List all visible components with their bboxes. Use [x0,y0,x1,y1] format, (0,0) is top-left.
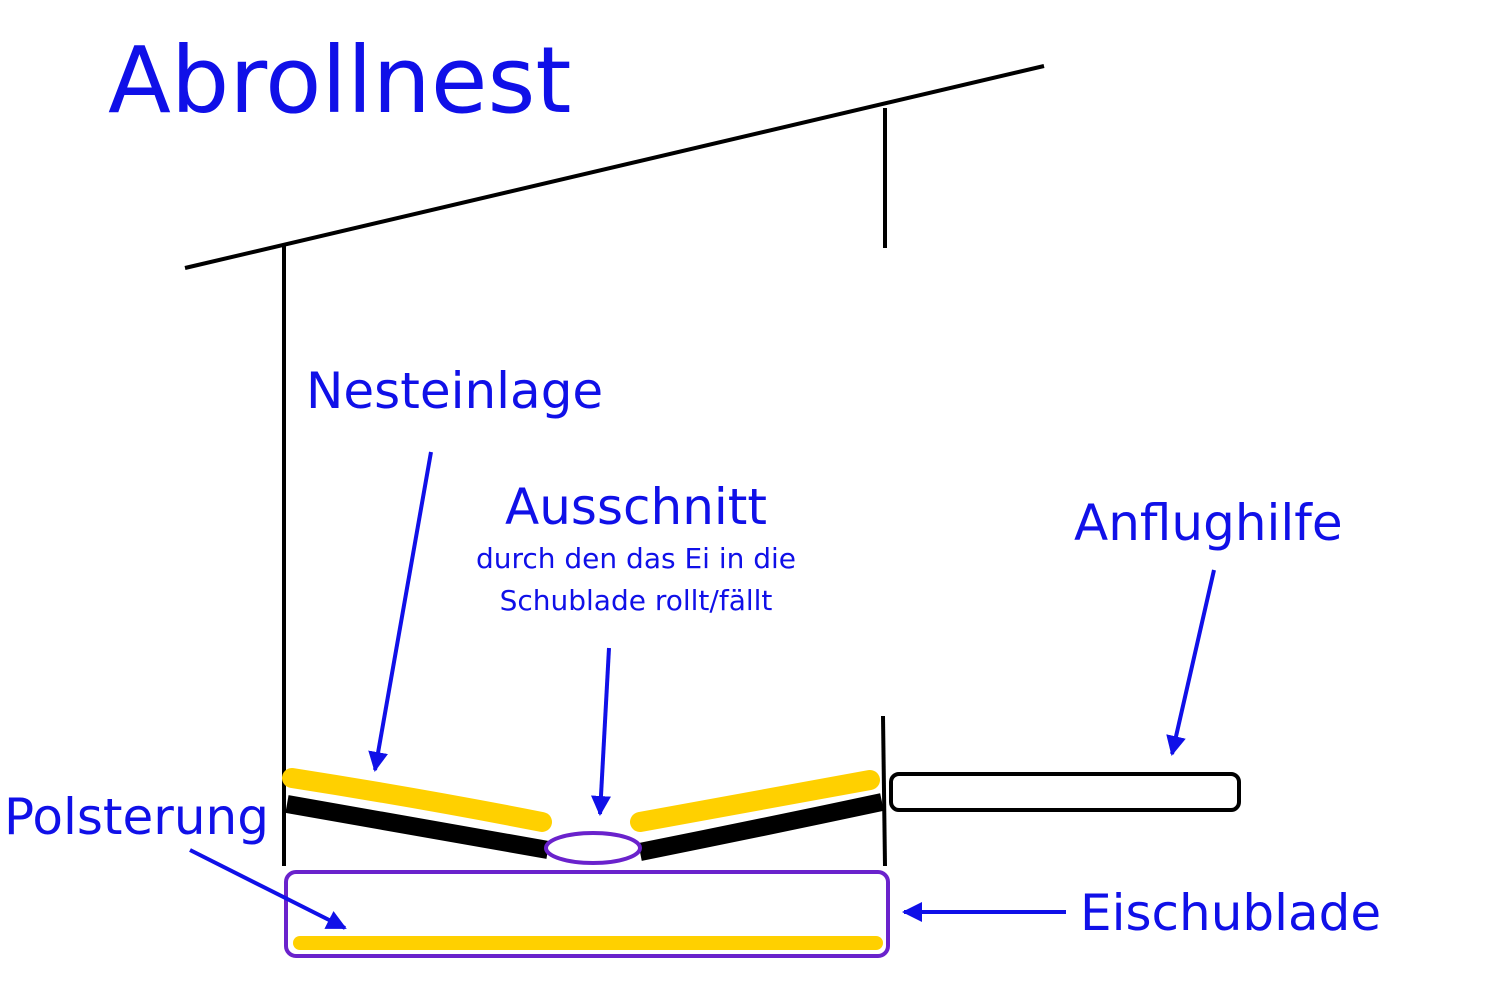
label-ausschnitt-note-1: durch den das Ei in die [476,542,796,575]
nest-insert-left [282,768,552,832]
nest-floor-left [285,795,550,859]
label-polsterung: Polsterung [4,788,269,846]
label-ausschnitt-note-2: Schublade rollt/fällt [500,584,773,617]
label-anflughilfe: Anflughilfe [1074,494,1343,552]
landing-aid-board [889,772,1241,812]
label-eischublade: Eischublade [1080,884,1381,942]
roof-line [184,64,1045,270]
arrow-polsterung [189,848,347,930]
egg-drawer [284,870,890,958]
label-ausschnitt: Ausschnitt [505,478,767,536]
nest-insert-right [630,770,880,832]
label-nesteinlage: Nesteinlage [306,362,603,420]
arrow-anflughilfe [1166,569,1216,756]
diagram-title: Abrollnest [108,27,571,134]
arrow-nesteinlage [368,451,433,772]
nest-floor-right [638,793,884,861]
egg-cutout [544,831,642,865]
front-wall-lower [881,715,887,867]
arrow-ausschnitt [590,647,611,816]
